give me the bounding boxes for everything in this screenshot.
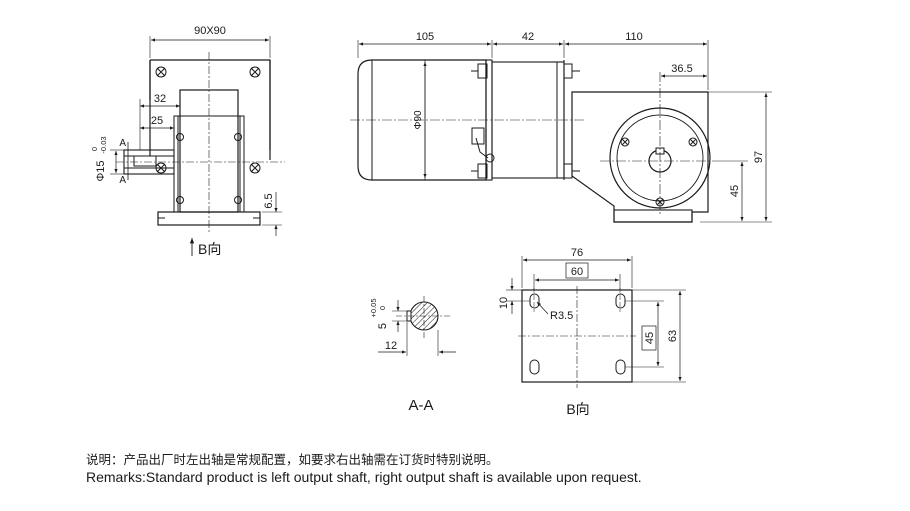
dim-97: 97 bbox=[753, 151, 765, 163]
dim-42: 42 bbox=[522, 31, 534, 43]
b-view-label-bottom: B向 bbox=[566, 401, 589, 417]
section-aa-label: A-A bbox=[408, 397, 433, 414]
remark-chinese: 说明：产品出厂时左出轴是常规配置，如要求右出轴需在订货时特别说明。 bbox=[86, 452, 499, 467]
dim-76: 76 bbox=[571, 247, 583, 259]
dim-25: 25 bbox=[151, 115, 163, 127]
dim-36-5: 36.5 bbox=[671, 63, 692, 75]
remark-english: Remarks:Standard product is left output … bbox=[86, 469, 642, 485]
svg-text:+0.05: +0.05 bbox=[369, 299, 378, 318]
shaft-dia-label: Φ15 0 -0.03 bbox=[90, 136, 108, 181]
dim-45-height: 45 bbox=[729, 185, 741, 197]
svg-text:Φ15: Φ15 bbox=[95, 160, 107, 181]
dim-110: 110 bbox=[625, 31, 643, 43]
svg-text:0: 0 bbox=[378, 306, 387, 310]
dim-12: 12 bbox=[385, 340, 397, 352]
key-width-label: 5 +0.05 0 bbox=[369, 299, 389, 330]
b-view-label-left: B向 bbox=[198, 241, 221, 257]
svg-text:0: 0 bbox=[90, 147, 99, 151]
dim-32: 32 bbox=[154, 93, 166, 105]
section-a-top: A bbox=[119, 138, 126, 149]
svg-text:-0.03: -0.03 bbox=[99, 136, 108, 153]
dim-r3-5: R3.5 bbox=[550, 310, 573, 322]
section-a-bottom: A bbox=[119, 175, 126, 186]
dim-45-holes: 45 bbox=[644, 332, 656, 344]
base-plate-view bbox=[506, 256, 686, 388]
dim-105: 105 bbox=[416, 31, 434, 43]
dim-90x90: 90X90 bbox=[194, 25, 226, 37]
dim-63: 63 bbox=[667, 330, 679, 342]
front-view bbox=[350, 40, 772, 223]
section-aa-view bbox=[378, 296, 456, 356]
dim-6-5: 6.5 bbox=[263, 193, 275, 208]
dim-60: 60 bbox=[571, 266, 583, 278]
svg-text:5: 5 bbox=[377, 323, 389, 329]
dim-10: 10 bbox=[498, 297, 510, 309]
side-view bbox=[110, 36, 285, 256]
dim-phi90: Φ90 bbox=[413, 110, 424, 130]
